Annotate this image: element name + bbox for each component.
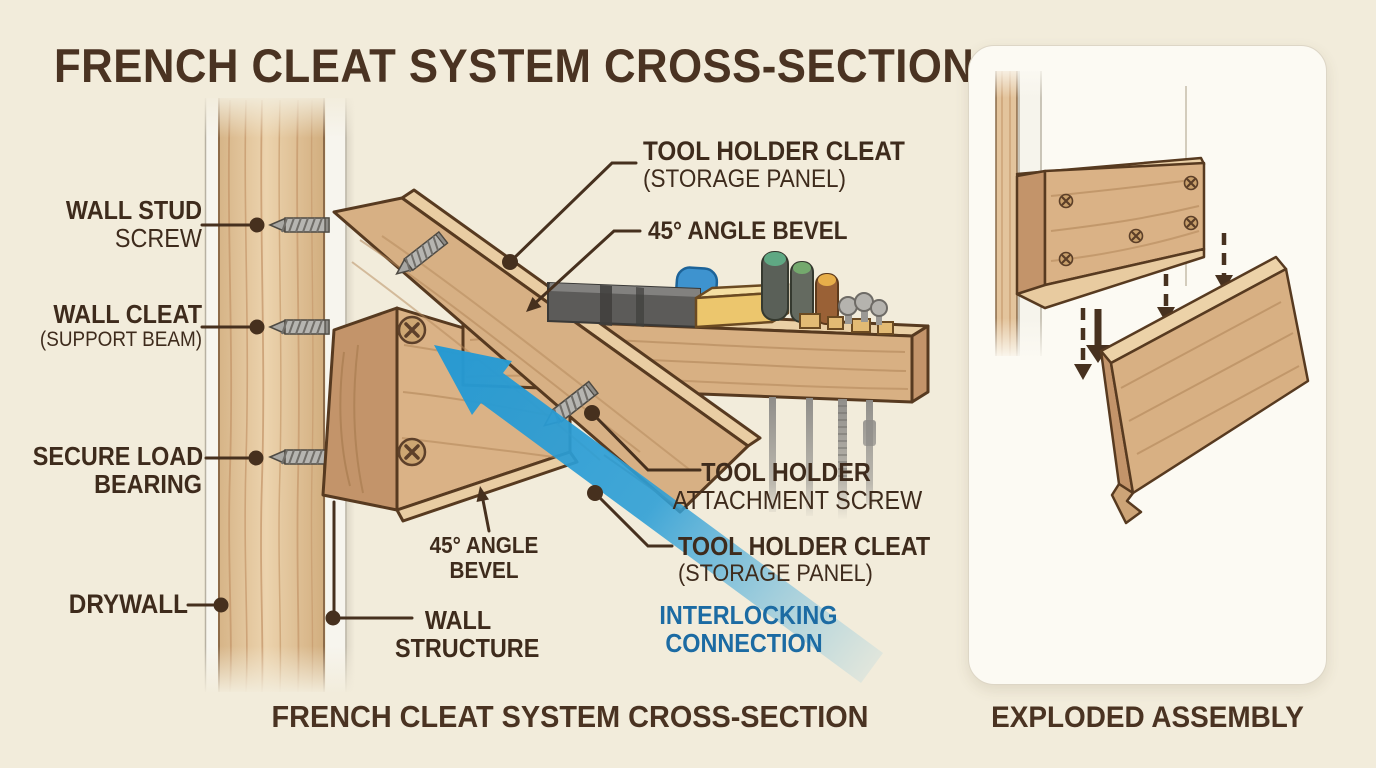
label-drywall-line1: DRYWALL (68, 589, 188, 619)
exploded-assembly-illustration (989, 64, 1310, 525)
level-tool-icon (547, 281, 701, 329)
label-interlocking-connection-line1: INTERLOCKING (659, 600, 838, 630)
tools-on-shelf-graphic (547, 251, 894, 335)
label-secure-load-bearing: SECURE LOAD BEARING (32, 441, 204, 499)
label-interlocking-connection: INTERLOCKING CONNECTION (659, 600, 838, 658)
label-wall-structure: WALL STRUCTURE (395, 605, 540, 663)
label-wall-cleat-line2: (SUPPORT BEAM) (39, 327, 202, 351)
label-wall-cleat: WALL CLEAT (SUPPORT BEAM) (36, 299, 202, 351)
leader-dots (213, 217, 603, 626)
label-angle-bevel-bottom-line1: 45° ANGLE (429, 532, 539, 558)
exploded-motion-arrows (1074, 233, 1233, 380)
label-wall-structure-line2: STRUCTURE (395, 632, 540, 663)
label-tool-holder-attachment-screw: TOOL HOLDER ATTACHMENT SCREW (672, 457, 923, 515)
page-title: FRENCH CLEAT SYSTEM CROSS-SECTION (54, 39, 975, 92)
label-secure-load-bearing-line1: SECURE LOAD (32, 441, 204, 471)
label-interlocking-connection-line2: CONNECTION (665, 627, 823, 658)
label-drywall: DRYWALL (26, 590, 188, 619)
label-tool-holder-cleat-top-line2: (STORAGE PANEL) (643, 164, 846, 193)
label-angle-bevel-top-line1: 45° ANGLE BEVEL (648, 217, 848, 245)
main-diagram-caption: FRENCH CLEAT SYSTEM CROSS-SECTION (271, 699, 869, 734)
label-wall-stud-screw: WALL STUD SCREW (36, 195, 202, 253)
holder-block-icons (799, 313, 894, 335)
exploded-assembly-caption: EXPLODED ASSEMBLY (991, 701, 1304, 734)
label-angle-bevel-bottom-line2: BEVEL (449, 556, 519, 583)
bevel-pointer-arrowhead (526, 297, 542, 312)
label-wall-stud-screw-line1: WALL STUD (65, 195, 202, 225)
exploded-storage-panel-graphic (1099, 255, 1310, 525)
exploded-assembly-panel (968, 45, 1327, 685)
bevel-pointer-arrowhead (476, 486, 489, 502)
label-secure-load-bearing-line2: BEARING (94, 468, 202, 499)
leader-lines-graphic (186, 161, 702, 620)
label-tool-holder-cleat-bottom-line1: TOOL HOLDER CLEAT (678, 531, 931, 561)
label-tool-holder-cleat-bottom: TOOL HOLDER CLEAT (STORAGE PANEL) (678, 531, 931, 587)
label-wall-cleat-line1: WALL CLEAT (53, 299, 202, 329)
label-tool-holder-attachment-screw-line1: TOOL HOLDER (701, 457, 871, 487)
interlock-arrow-icon (434, 345, 883, 683)
label-tool-holder-cleat-top: TOOL HOLDER CLEAT (STORAGE PANEL) (643, 137, 905, 193)
label-angle-bevel-top: 45° ANGLE BEVEL (648, 218, 847, 245)
label-tool-holder-cleat-bottom-line2: (STORAGE PANEL) (678, 559, 873, 587)
label-tool-holder-cleat-top-line1: TOOL HOLDER CLEAT (643, 136, 905, 166)
exploded-wall-cleat-graphic (1015, 156, 1206, 310)
label-tool-holder-attachment-screw-line2: ATTACHMENT SCREW (672, 484, 923, 515)
round-tool-icons (838, 292, 888, 325)
hanging-tools-graphic (769, 397, 876, 519)
label-angle-bevel-bottom: 45° ANGLE BEVEL (426, 533, 541, 582)
label-wall-stud-screw-line2: SCREW (114, 222, 202, 253)
label-wall-structure-line1: WALL (424, 605, 492, 635)
